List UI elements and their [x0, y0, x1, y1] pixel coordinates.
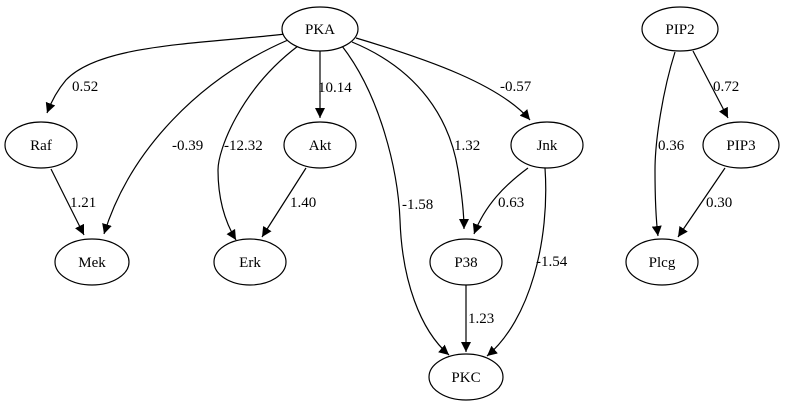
node-akt-shape	[283, 121, 357, 169]
node-pkc-shape	[428, 353, 504, 401]
edge-label-pip2-plcg: 0.36	[658, 138, 685, 154]
node-mek: Mek	[54, 238, 130, 286]
node-mek-label: Mek	[78, 255, 106, 271]
edge-pka-jnk	[355, 37, 531, 121]
node-jnk-shape	[510, 121, 584, 169]
edge-akt-erk	[261, 167, 307, 238]
node-erk-label: Erk	[239, 255, 261, 271]
edge-label-pka-jnk: -0.57	[500, 79, 532, 95]
edge-pka-erk	[217, 45, 299, 241]
node-mek-shape	[54, 238, 130, 286]
node-p38: P38	[429, 238, 503, 286]
edge-jnk-p38	[472, 167, 529, 235]
edge-pka-p38	[351, 41, 469, 230]
edge-label-pka-p38: 1.32	[454, 138, 480, 154]
edge-pip2-plcg	[651, 51, 676, 237]
node-plcg-shape	[625, 238, 699, 286]
edge-label-pip3-plcg: 0.30	[706, 195, 732, 211]
edge-label-pka-akt: 10.14	[318, 80, 352, 96]
edge-pip2-pip3	[692, 50, 729, 119]
node-pka-shape	[281, 6, 359, 52]
node-p38-label: P38	[454, 255, 477, 271]
node-raf: Raf	[4, 121, 78, 169]
node-pip2-label: PIP2	[665, 22, 694, 38]
node-jnk: Jnk	[510, 121, 584, 169]
edge-label-pka-raf: 0.52	[72, 79, 98, 95]
node-pkc-label: PKC	[451, 370, 480, 386]
node-plcg-label: Plcg	[649, 255, 676, 271]
edge-jnk-pkc	[486, 167, 547, 357]
edge-pka-raf	[45, 33, 286, 114]
node-pip3: PIP3	[702, 121, 780, 169]
edge-pip3-plcg	[677, 167, 726, 238]
edge-label-jnk-p38: 0.63	[498, 195, 524, 211]
node-erk-shape	[213, 238, 287, 286]
node-pka: PKA	[281, 6, 359, 52]
node-jnk-label: Jnk	[537, 138, 558, 154]
edge-pka-mek	[102, 39, 289, 235]
edge-label-pka-pkc: -1.58	[402, 197, 433, 213]
node-plcg: Plcg	[625, 238, 699, 286]
edge-pka-pkc	[341, 45, 450, 356]
node-p38-shape	[429, 238, 503, 286]
node-pip2-shape	[641, 6, 719, 52]
node-akt-label: Akt	[309, 138, 332, 154]
edge-label-pka-erk: -12.32	[224, 138, 263, 154]
nodes: PKA Raf Akt Jnk Mek Erk P38 PKC	[4, 6, 780, 401]
node-akt: Akt	[283, 121, 357, 169]
edge-label-raf-mek: 1.21	[70, 195, 96, 211]
edge-label-pka-mek: -0.39	[172, 138, 203, 154]
node-pip2: PIP2	[641, 6, 719, 52]
node-pip3-label: PIP3	[726, 138, 755, 154]
node-raf-label: Raf	[30, 138, 52, 154]
node-raf-shape	[4, 121, 78, 169]
node-erk: Erk	[213, 238, 287, 286]
node-pka-label: PKA	[305, 22, 335, 38]
edge-label-pip2-pip3: 0.72	[713, 79, 739, 95]
edge-label-jnk-pkc: -1.54	[536, 254, 568, 270]
node-pkc: PKC	[428, 353, 504, 401]
edge-label-p38-pkc: 1.23	[468, 311, 494, 327]
edges: 0.52 -0.39 -12.32 10.14 -1.58 1.32 -0.57…	[45, 33, 739, 357]
edge-label-akt-erk: 1.40	[290, 195, 316, 211]
node-pip3-shape	[702, 121, 780, 169]
edge-raf-mek	[50, 168, 85, 236]
